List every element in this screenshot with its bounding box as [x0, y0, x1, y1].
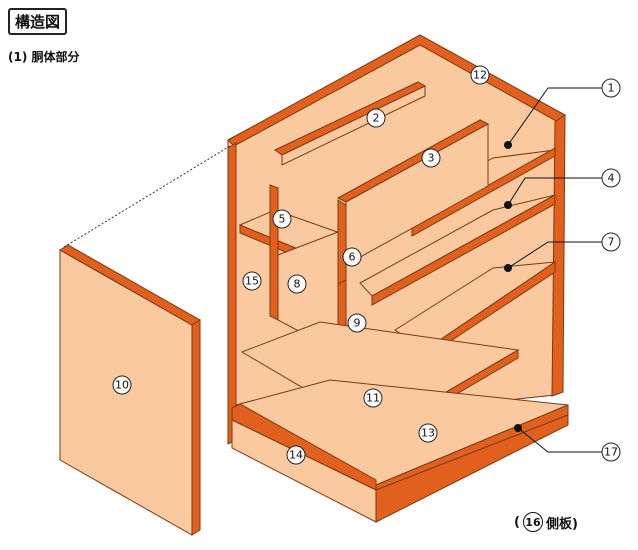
leader-7: [507, 241, 604, 269]
label-7: 7: [601, 232, 621, 252]
shelf-4-edge: [371, 194, 556, 306]
alignment-dashed-line: [63, 145, 231, 248]
label-6: 6: [342, 247, 362, 267]
svg-text:10: 10: [115, 379, 129, 392]
svg-text:15: 15: [245, 275, 259, 288]
caption-open-paren: (: [514, 514, 520, 530]
door-panel-10-side: [191, 319, 201, 536]
svg-text:14: 14: [289, 449, 303, 462]
svg-text:11: 11: [366, 392, 380, 405]
leader-1: [507, 87, 604, 146]
part-6-left: [269, 184, 279, 321]
base-edge: [375, 414, 569, 523]
label-17: 17: [601, 442, 621, 462]
leader-17: [517, 427, 604, 453]
svg-text:5: 5: [279, 213, 286, 226]
label-1: 1: [601, 78, 621, 98]
leader-dot-7: [504, 264, 512, 272]
svg-text:13: 13: [421, 427, 435, 440]
svg-text:8: 8: [294, 278, 301, 291]
leader-dot-17: [514, 424, 522, 432]
label-10: 10: [112, 375, 132, 395]
leader-dot-4: [504, 201, 512, 209]
label-5: 5: [272, 209, 292, 229]
leader-4: [507, 177, 604, 206]
svg-text:9: 9: [354, 317, 361, 330]
svg-text:7: 7: [608, 236, 615, 249]
label-12: 12: [470, 65, 490, 85]
label-14: 14: [286, 445, 306, 465]
side-panel-caption: ( 16 側板): [514, 512, 578, 532]
leader-dots: [504, 141, 522, 432]
label-9: 9: [347, 313, 367, 333]
svg-text:17: 17: [604, 446, 618, 459]
label-3: 3: [421, 148, 441, 168]
shelf-1-edge: [411, 147, 556, 237]
label-15: 15: [242, 271, 262, 291]
section-subtitle: (1) 胴体部分: [8, 50, 80, 64]
diagram-title: 構造図: [8, 8, 68, 35]
label-2: 2: [366, 108, 386, 128]
side-panel-left: [227, 142, 237, 445]
label-8: 8: [287, 274, 307, 294]
svg-text:3: 3: [428, 152, 435, 165]
svg-text:4: 4: [608, 172, 615, 185]
svg-text:2: 2: [373, 112, 380, 125]
label-11: 11: [363, 388, 383, 408]
leader-dot-1: [504, 141, 512, 149]
part-labels: 1 2 3 4 5 6 7 8 9 10 11 12 13 14 15 17: [112, 65, 621, 465]
svg-text:6: 6: [349, 251, 356, 264]
caption-text: 側板): [545, 516, 578, 532]
kick-board-14: [231, 403, 377, 491]
caption-number-16: 16: [522, 512, 543, 532]
svg-text:12: 12: [473, 69, 487, 82]
label-4: 4: [601, 168, 621, 188]
back-panel-right-edge: [551, 114, 566, 397]
leader-lines: [507, 87, 604, 453]
label-13: 13: [418, 423, 438, 443]
svg-text:1: 1: [608, 82, 615, 95]
